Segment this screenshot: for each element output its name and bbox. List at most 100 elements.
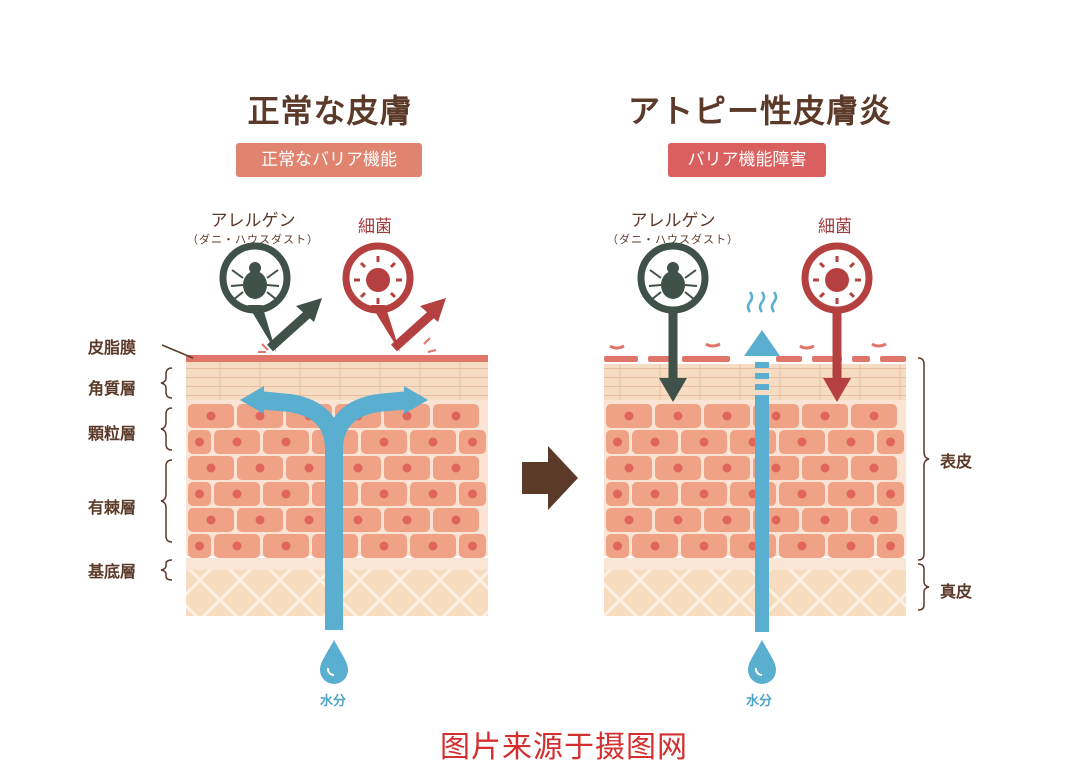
cell-nucleus [673, 463, 683, 473]
cell-nucleus [771, 515, 781, 525]
right-skin [604, 242, 930, 684]
left-skin [160, 242, 488, 684]
cell-nucleus [869, 411, 879, 421]
left-water-path-right [325, 391, 411, 451]
cell-nucleus [613, 489, 622, 499]
cell-nucleus [281, 437, 291, 447]
cell-nucleus [613, 437, 622, 447]
cell-nucleus [468, 489, 477, 499]
cell-nucleus [206, 463, 216, 473]
cell-nucleus [402, 411, 412, 421]
right-allergen-label: アレルゲン （ダニ・ハウスダスト） [598, 206, 748, 247]
left-brackets [160, 344, 194, 581]
cell-nucleus [624, 515, 634, 525]
barrier-dysfunction-badge: バリア機能障害 [668, 143, 826, 177]
left-allergen-main: アレルゲン [210, 211, 296, 231]
cell-nucleus [869, 515, 879, 525]
cell-nucleus [797, 541, 807, 551]
water-drop-icon [320, 640, 348, 684]
cell-nucleus [304, 463, 314, 473]
cell-nucleus [379, 489, 389, 499]
right-title: アトピー性皮膚炎 [627, 92, 892, 130]
right-bacteria-label: 細菌 [818, 217, 852, 237]
cell-nucleus [232, 437, 242, 447]
cell-nucleus [428, 541, 438, 551]
cell-nucleus [771, 411, 781, 421]
cell-nucleus [195, 541, 204, 551]
cell-nucleus [673, 515, 683, 525]
cell-nucleus [206, 411, 216, 421]
cell-nucleus [468, 541, 477, 551]
right-brackets [917, 357, 930, 611]
label-epidermis: 表皮 [940, 452, 973, 471]
left-stratum-corneum [186, 362, 488, 400]
cell-nucleus [699, 437, 709, 447]
cell-nucleus [869, 463, 879, 473]
cell-nucleus [428, 437, 438, 447]
cell-nucleus [820, 411, 830, 421]
left-allergen-sub: （ダニ・ハウスダスト） [187, 233, 319, 246]
cell-nucleus [451, 463, 461, 473]
cell-nucleus [451, 515, 461, 525]
right-allergen-sub: （ダニ・ハウスダスト） [607, 233, 739, 246]
cell-nucleus [722, 411, 732, 421]
cell-nucleus [195, 437, 204, 447]
cell-nucleus [613, 541, 622, 551]
cell-nucleus [304, 515, 314, 525]
right-cells [606, 404, 904, 558]
cell-nucleus [846, 489, 856, 499]
cell-nucleus [846, 541, 856, 551]
cell-nucleus [195, 489, 204, 499]
cell-nucleus [232, 489, 242, 499]
cell-nucleus [886, 489, 895, 499]
cell-nucleus [451, 411, 461, 421]
cell-nucleus [699, 489, 709, 499]
cell-nucleus [846, 437, 856, 447]
cell-nucleus [428, 489, 438, 499]
cell-nucleus [624, 463, 634, 473]
cell-nucleus [820, 463, 830, 473]
cell-nucleus [650, 489, 660, 499]
cell-nucleus [699, 541, 709, 551]
cell-nucleus [624, 411, 634, 421]
water-drop-icon [748, 640, 776, 684]
left-sebum-membrane [186, 355, 488, 362]
right-water-arrowhead [744, 330, 780, 356]
cell-nucleus [281, 541, 291, 551]
left-allergen-label: アレルゲン （ダニ・ハウスダスト） [178, 206, 328, 247]
cell-nucleus [797, 489, 807, 499]
cell-nucleus [379, 541, 389, 551]
cell-nucleus [650, 437, 660, 447]
cell-nucleus [673, 411, 683, 421]
right-stratum-corneum [604, 364, 906, 400]
right-allergen-main: アレルゲン [630, 211, 716, 231]
cell-nucleus [886, 437, 895, 447]
left-water-arrowhead-right [404, 386, 428, 414]
cell-nucleus [232, 541, 242, 551]
cell-nucleus [353, 463, 363, 473]
cell-nucleus [281, 489, 291, 499]
cell-nucleus [722, 463, 732, 473]
cell-nucleus [402, 463, 412, 473]
normal-barrier-badge: 正常なバリア機能 [236, 143, 422, 177]
left-water-label: 水分 [320, 694, 347, 709]
left-title: 正常な皮膚 [247, 92, 413, 130]
label-basal-layer: 基底層 [88, 562, 137, 581]
label-sebum-membrane: 皮脂膜 [88, 338, 137, 357]
right-arrow-icon [522, 446, 578, 510]
cell-nucleus [255, 411, 265, 421]
cell-nucleus [255, 515, 265, 525]
cell-nucleus [650, 541, 660, 551]
right-broken-sebum [604, 342, 906, 362]
watermark: 图片来源于摄图网 [440, 730, 688, 765]
cell-nucleus [722, 515, 732, 525]
evaporation-wavy-icon [746, 291, 778, 313]
label-dermis: 真皮 [940, 582, 973, 601]
label-spinous-layer: 有棘層 [88, 498, 137, 517]
cell-nucleus [771, 463, 781, 473]
left-bacteria-label: 細菌 [358, 217, 392, 237]
left-water-arrowhead-left [240, 386, 264, 414]
cell-nucleus [797, 437, 807, 447]
cell-nucleus [468, 437, 477, 447]
cell-nucleus [379, 437, 389, 447]
